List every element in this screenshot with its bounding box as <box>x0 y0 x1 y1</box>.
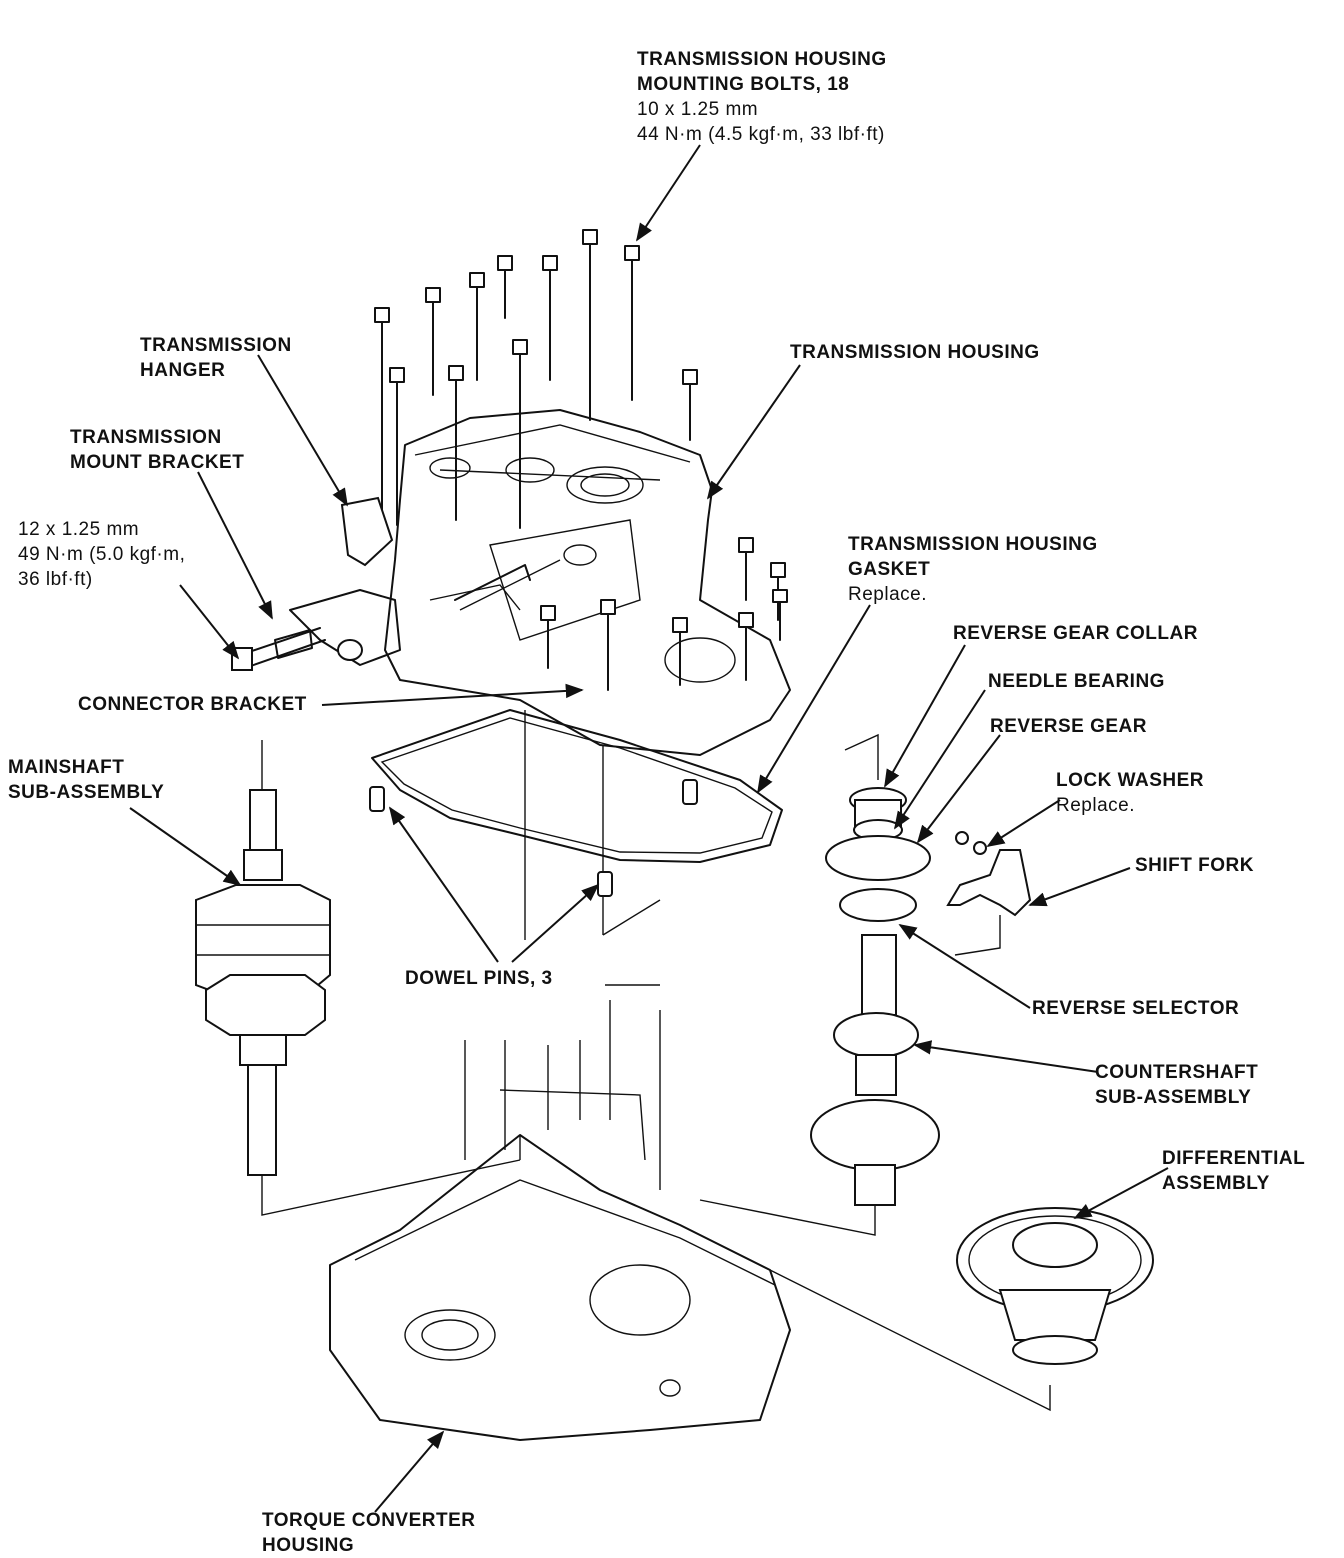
torque-converter-label-line1: TORQUE CONVERTER <box>262 1510 476 1531</box>
mainshaft-label-line2: SUB-ASSEMBLY <box>8 782 165 803</box>
reverse-selector-label: REVERSE SELECTOR <box>1032 998 1240 1019</box>
housing-bolts-drawing <box>374 229 788 691</box>
mount-bracket-line1: TRANSMISSION <box>70 427 222 448</box>
bracket-torque-spec: 12 x 1.25 mm 49 N·m (5.0 kgf·m, 36 lbf·f… <box>18 517 185 592</box>
hanger-callout: TRANSMISSION HANGER <box>140 333 292 383</box>
dowel-pins-label: DOWEL PINS, 3 <box>405 968 553 989</box>
gasket-label-line1: TRANSMISSION HOUSING <box>848 534 1098 555</box>
bracket-torque-lbf: 36 lbf·ft) <box>18 569 93 590</box>
shift-fork-drawing <box>946 831 1032 956</box>
leader-lines <box>129 144 1169 1513</box>
bracket-torque-value: 49 N·m (5.0 kgf·m, <box>18 544 186 565</box>
bolts-size: 10 x 1.25 mm <box>637 99 759 120</box>
differential-drawing <box>956 1207 1154 1365</box>
housing-label: TRANSMISSION HOUSING <box>790 342 1040 363</box>
lock-washer-callout: LOCK WASHER Replace. <box>1056 768 1204 818</box>
mount-bracket-line2: MOUNT BRACKET <box>70 452 245 473</box>
differential-label-line2: ASSEMBLY <box>1162 1173 1270 1194</box>
gasket-replace-note: Replace. <box>848 584 927 605</box>
bolts-callout: TRANSMISSION HOUSING MOUNTING BOLTS, 18 … <box>637 47 887 147</box>
differential-label-line1: DIFFERENTIAL <box>1162 1148 1306 1169</box>
mount-bracket-callout: TRANSMISSION MOUNT BRACKET <box>70 425 244 475</box>
bolts-torque: 44 N·m (4.5 kgf·m, 33 lbf·ft) <box>637 124 885 145</box>
hanger-label-line2: HANGER <box>140 360 226 381</box>
countershaft-stack-drawing <box>699 733 940 1236</box>
transmission-housing-drawing <box>384 409 791 756</box>
gasket-label-line2: GASKET <box>848 559 931 580</box>
hanger-label-line1: TRANSMISSION <box>140 335 292 356</box>
bolts-count: MOUNTING BOLTS, 18 <box>637 74 850 95</box>
mainshaft-label-line1: MAINSHAFT <box>8 757 125 778</box>
mainshaft-callout: MAINSHAFT SUB-ASSEMBLY <box>8 755 164 805</box>
bolts-title: TRANSMISSION HOUSING <box>637 49 887 70</box>
lock-washer-label: LOCK WASHER <box>1056 770 1204 791</box>
mainshaft-drawing <box>195 740 521 1216</box>
countershaft-callout: COUNTERSHAFT SUB-ASSEMBLY <box>1095 1060 1258 1110</box>
torque-converter-housing-drawing <box>329 984 1051 1441</box>
shift-fork-label: SHIFT FORK <box>1135 855 1254 876</box>
torque-converter-callout: TORQUE CONVERTER HOUSING <box>262 1508 476 1558</box>
lock-washer-replace-note: Replace. <box>1056 795 1135 816</box>
reverse-gear-collar-label: REVERSE GEAR COLLAR <box>953 623 1198 644</box>
hanger-and-mount-bracket-drawing <box>231 496 531 671</box>
torque-converter-label-line2: HOUSING <box>262 1535 355 1556</box>
reverse-gear-label: REVERSE GEAR <box>990 716 1147 737</box>
connector-bracket-label: CONNECTOR BRACKET <box>78 694 307 715</box>
bracket-torque-size: 12 x 1.25 mm <box>18 519 140 540</box>
housing-gasket-drawing <box>371 709 783 940</box>
gasket-callout: TRANSMISSION HOUSING GASKET Replace. <box>848 532 1098 607</box>
countershaft-label-line1: COUNTERSHAFT <box>1095 1062 1259 1083</box>
needle-bearing-label: NEEDLE BEARING <box>988 671 1165 692</box>
countershaft-label-line2: SUB-ASSEMBLY <box>1095 1087 1252 1108</box>
dowel-pins-drawing <box>369 779 698 897</box>
differential-callout: DIFFERENTIAL ASSEMBLY <box>1162 1146 1305 1196</box>
